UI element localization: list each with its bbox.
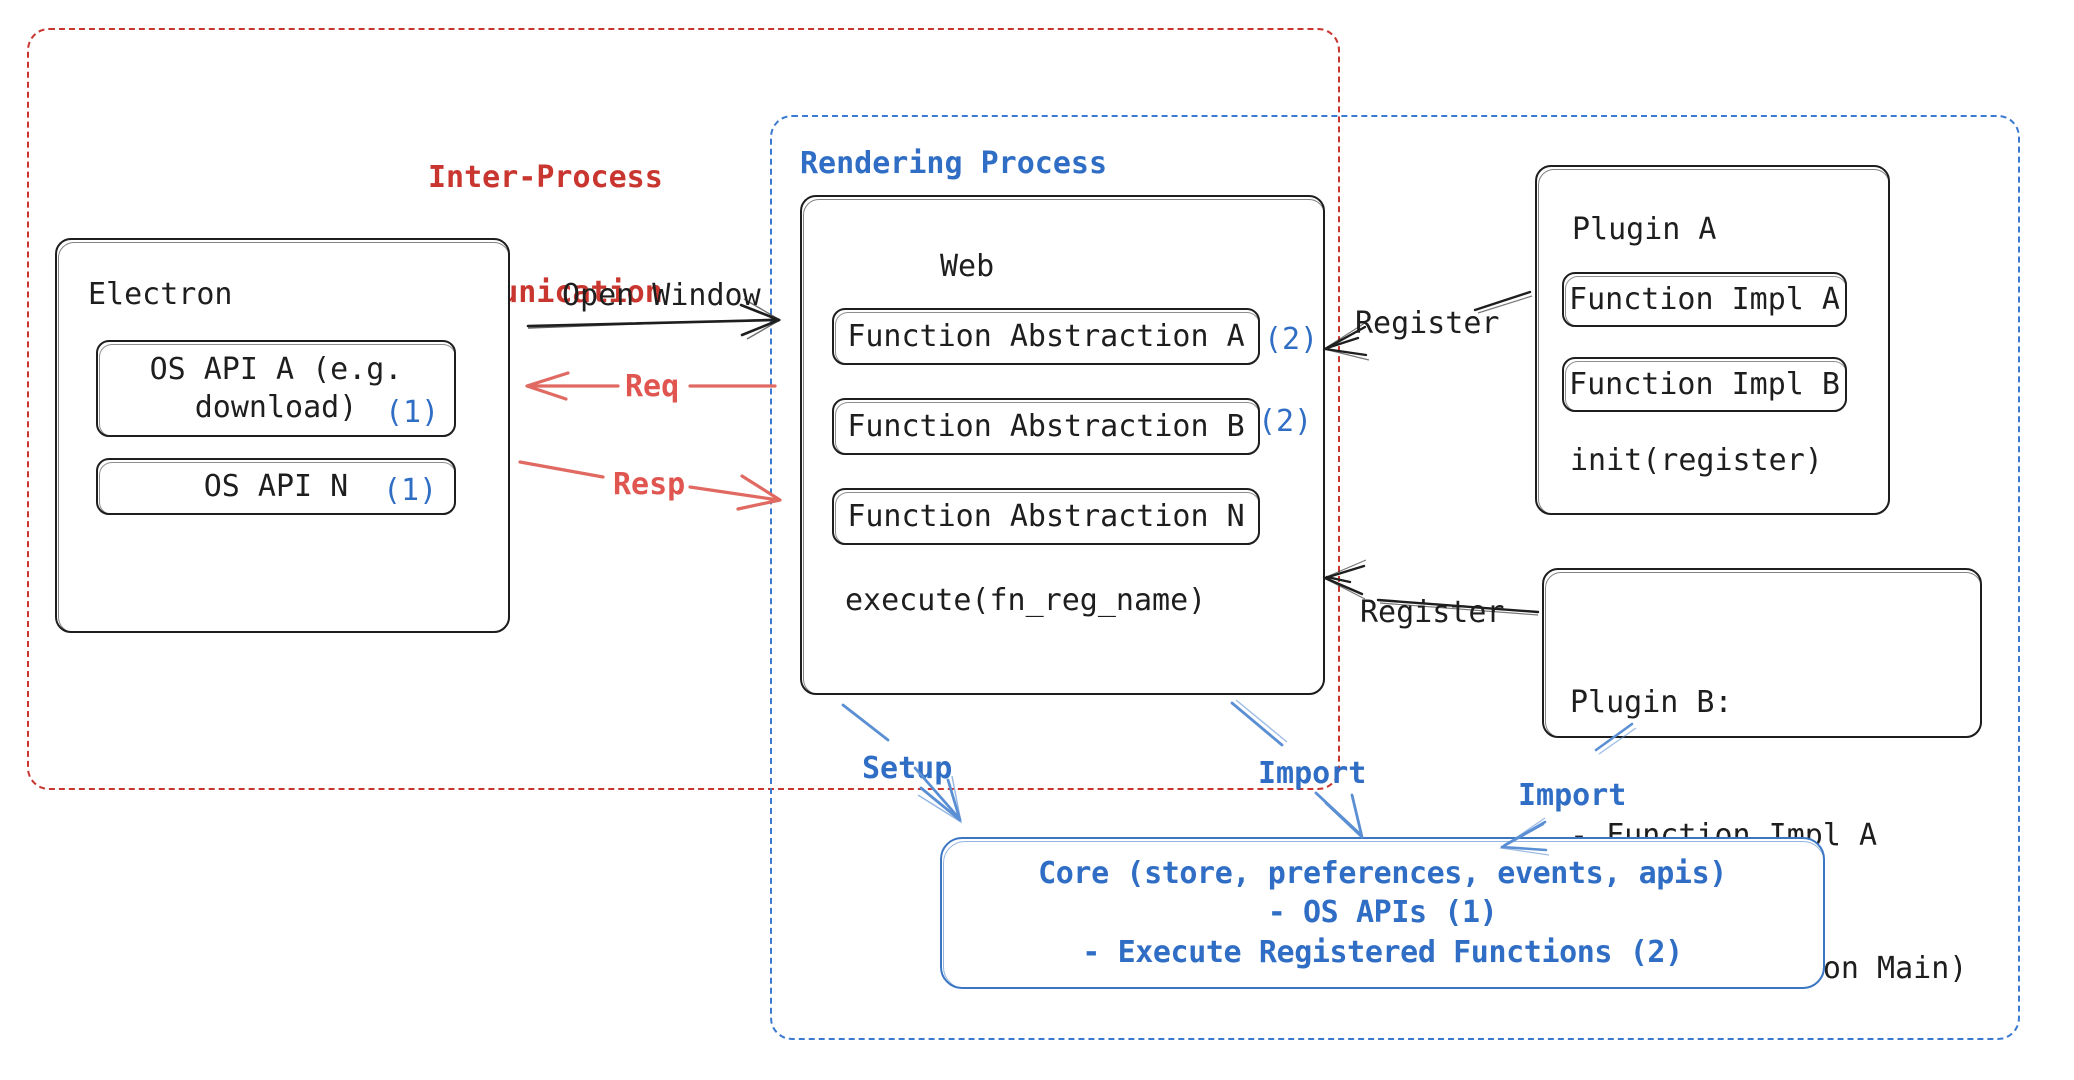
plugin-a-impl-b-box: Function Impl B	[1562, 357, 1847, 412]
plugin-b-text: Plugin B: - Function Impl A - Module (ru…	[1570, 592, 1967, 1080]
function-abstraction-b-box: Function Abstraction B	[832, 398, 1260, 455]
ipc-label-line1: Inter-Process	[428, 159, 663, 195]
import-left-label: Import	[1258, 756, 1367, 791]
plugin-b-box	[1542, 568, 1982, 738]
core-line-2: - OS APIs (1)	[1267, 895, 1498, 931]
ipc-container	[27, 28, 1340, 790]
function-abstraction-a-box: Function Abstraction A	[832, 308, 1260, 365]
rendering-process-label: Rendering Process	[800, 146, 1108, 181]
function-abstraction-b-label: Function Abstraction B	[847, 408, 1245, 444]
os-api-n-box: OS API N	[96, 458, 456, 515]
plugin-a-impl-a-label: Function Impl A	[1569, 281, 1840, 317]
setup-label: Setup	[862, 751, 953, 786]
resp-label: Resp	[613, 467, 686, 502]
os-api-a-box: OS API A (e.g. download)	[96, 340, 456, 437]
plugin-a-impl-b-label: Function Impl B	[1569, 366, 1840, 402]
core-box: Core (store, preferences, events, apis) …	[940, 837, 1825, 989]
function-abstraction-a-tag: (2)	[1264, 322, 1319, 357]
plugin-a-init-label: init(register)	[1570, 443, 1823, 478]
os-api-a-line1: OS API A (e.g.	[149, 352, 403, 387]
os-api-a-line2: download)	[194, 389, 358, 425]
web-title: Web	[940, 249, 995, 284]
req-label: Req	[625, 369, 680, 404]
os-api-n-tag: (1)	[383, 473, 438, 508]
register-a-label: Register	[1355, 306, 1500, 341]
core-line-1: Core (store, preferences, events, apis)	[1038, 855, 1727, 891]
rendering-process-container	[770, 115, 2020, 1040]
plugin-a-impl-a-box: Function Impl A	[1562, 272, 1847, 327]
function-abstraction-n-label: Function Abstraction N	[847, 498, 1245, 534]
plugin-a-title: Plugin A	[1572, 212, 1717, 247]
plugin-b-line-1: Plugin B:	[1570, 684, 1733, 720]
import-right-label: Import	[1518, 778, 1627, 813]
function-abstraction-b-tag: (2)	[1258, 404, 1313, 439]
os-api-a-tag: (1)	[385, 395, 440, 430]
function-abstraction-n-box: Function Abstraction N	[832, 488, 1260, 545]
register-b-label: Register	[1360, 595, 1505, 630]
web-execute-label: execute(fn_reg_name)	[845, 583, 1207, 618]
core-line-3: - Execute Registered Functions (2)	[1082, 934, 1683, 970]
open-window-label: Open Window	[562, 278, 761, 313]
electron-title: Electron	[88, 277, 233, 312]
function-abstraction-a-label: Function Abstraction A	[847, 318, 1245, 354]
os-api-n-label: OS API N	[203, 468, 349, 504]
plugin-a-box	[1535, 165, 1890, 515]
